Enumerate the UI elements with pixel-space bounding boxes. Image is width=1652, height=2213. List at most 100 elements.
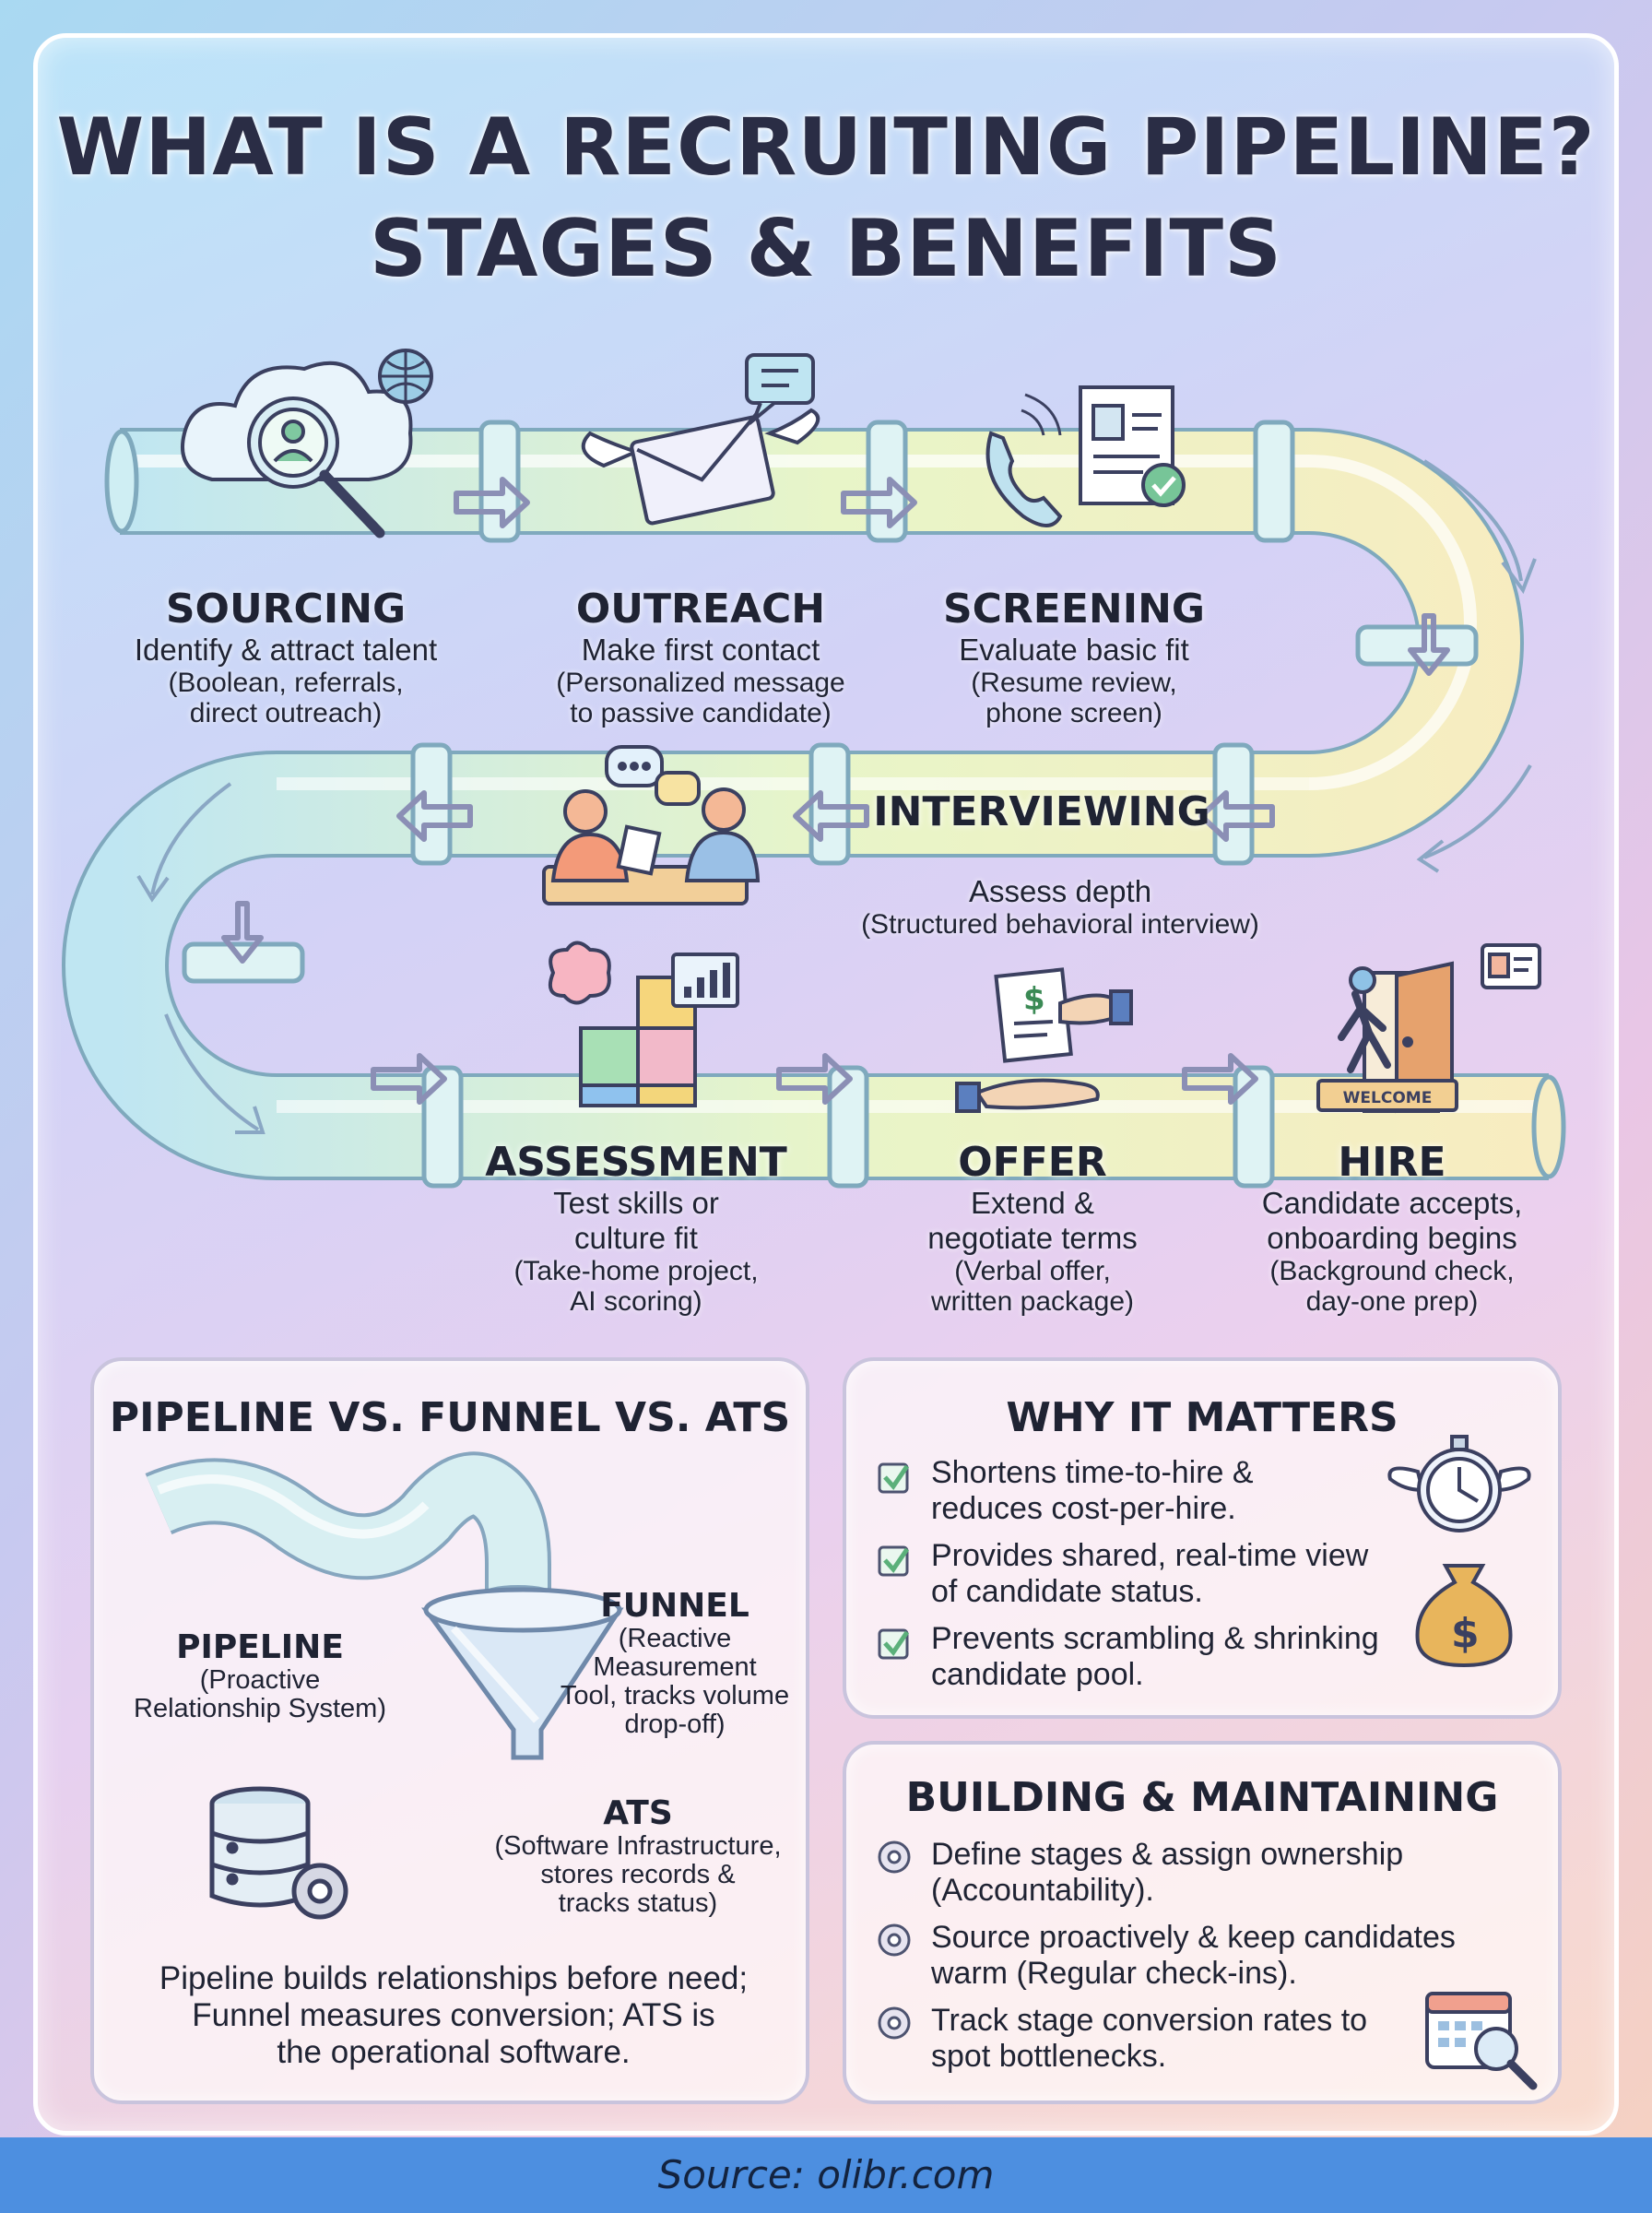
building-item: Define stages & assign ownership (Accoun… xyxy=(931,1837,1403,1909)
welcome-mat-label: WELCOME xyxy=(1343,1089,1433,1107)
pipeline-title: PIPELINE xyxy=(176,1628,344,1666)
stage-title: OFFER xyxy=(958,1139,1107,1186)
building-item-text: Track stage conversion rates to xyxy=(931,2003,1368,2038)
stage-text: (Verbal offer, xyxy=(954,1256,1111,1286)
ats-desc: tracks status) xyxy=(558,1888,718,1918)
winged-stopwatch-icon xyxy=(1387,1435,1531,1533)
stage-text: (Structured behavioral interview) xyxy=(861,909,1259,940)
building-icons xyxy=(878,1840,1538,2090)
ats-desc: (Software Infrastructure, xyxy=(494,1831,782,1861)
stage-text: Assess depth xyxy=(968,874,1152,908)
why-item-text: of candidate status. xyxy=(931,1574,1203,1609)
phone-resume-icon xyxy=(985,385,1186,527)
funnel-desc: Tool, tracks volume xyxy=(560,1681,790,1710)
why-item-text: Shortens time-to-hire & xyxy=(931,1455,1254,1490)
stage-text: direct outreach) xyxy=(189,698,383,728)
puzzle-brain-icon xyxy=(549,941,739,1107)
stage-title: SCREENING xyxy=(942,586,1206,633)
stage-screening: SCREENING Evaluate basic fit (Resume rev… xyxy=(922,586,1226,728)
why-panel: WHY IT MATTERS $ Shortens time-to-hire &… xyxy=(843,1357,1562,1719)
funnel-desc: drop-off) xyxy=(624,1710,726,1739)
stage-outreach: OUTREACH Make first contact (Personalize… xyxy=(516,586,885,728)
comparison-summary: Pipeline builds relationships before nee… xyxy=(112,1960,795,2071)
stage-text: (Boolean, referrals, xyxy=(168,668,404,698)
building-title: BUILDING & MAINTAINING xyxy=(905,1774,1499,1821)
page-title-line1: WHAT IS A RECRUITING PIPELINE? xyxy=(56,101,1596,194)
summary-line: Funnel measures conversion; ATS is xyxy=(192,1997,715,2033)
check-icon xyxy=(878,1462,910,1494)
stage-text: Identify & attract talent xyxy=(134,633,438,667)
stage-title: INTERVIEWING xyxy=(873,788,1210,835)
building-item-text: spot bottlenecks. xyxy=(931,2039,1167,2074)
source-bar: Source: olibr.com xyxy=(0,2137,1652,2213)
why-item: Provides shared, real-time view of candi… xyxy=(931,1538,1368,1610)
stage-interviewing: Assess depth (Structured behavioral inte… xyxy=(784,874,1337,940)
walking-door-icon xyxy=(1316,943,1541,1114)
stage-title: HIRE xyxy=(1338,1139,1446,1186)
stage-text: onboarding begins xyxy=(1267,1221,1517,1255)
stage-text: Evaluate basic fit xyxy=(959,633,1189,667)
calendar-magnifier-icon xyxy=(1425,1992,1538,2090)
comparison-title: PIPELINE VS. FUNNEL VS. ATS xyxy=(109,1394,791,1441)
money-bag-icon: $ xyxy=(1415,1564,1513,1668)
ats-desc: stores records & xyxy=(540,1860,736,1889)
stage-interviewing-title-box: INTERVIEWING xyxy=(857,788,1226,835)
gear-icon xyxy=(878,1923,911,1957)
stage-text: negotiate terms xyxy=(927,1221,1138,1255)
check-icon xyxy=(878,1545,910,1577)
building-item: Track stage conversion rates to spot bot… xyxy=(931,2003,1367,2075)
funnel-desc: (Reactive xyxy=(618,1624,732,1653)
stage-text: (Take-home project, xyxy=(513,1256,759,1286)
stage-title: OUTREACH xyxy=(575,586,826,633)
offer-document-hand-icon: $ xyxy=(955,967,1133,1113)
stage-text: Candidate accepts, xyxy=(1261,1186,1523,1220)
comparison-panel: PIPELINE VS. FUNNEL VS. ATS PIPELINE (Pr… xyxy=(90,1357,809,2104)
building-panel: BUILDING & MAINTAINING Define stages & a… xyxy=(843,1741,1562,2104)
stage-hire: HIRE Candidate accepts, onboarding begin… xyxy=(1226,1139,1558,1317)
building-item-text: warm (Regular check-ins). xyxy=(931,1956,1297,1991)
stage-text: (Background check, xyxy=(1269,1256,1515,1286)
why-item-text: Prevents scrambling & shrinking xyxy=(931,1621,1379,1656)
building-item-text: Source proactively & keep candidates xyxy=(931,1920,1456,1955)
stage-assessment: ASSESSMENT Test skills or culture fit (T… xyxy=(461,1139,811,1317)
interview-people-icon xyxy=(542,745,761,905)
funnel-icon xyxy=(421,1587,624,1760)
stage-text: Make first contact xyxy=(581,633,820,667)
stage-text: phone screen) xyxy=(985,698,1162,728)
funnel-desc: Measurement xyxy=(593,1652,757,1682)
stage-text: (Resume review, xyxy=(971,668,1177,698)
stage-title: ASSESSMENT xyxy=(485,1139,787,1186)
funnel-title: FUNNEL xyxy=(600,1587,749,1625)
stage-text: day-one prep) xyxy=(1305,1286,1479,1317)
why-item-text: candidate pool. xyxy=(931,1657,1144,1692)
ats-title: ATS xyxy=(603,1794,673,1832)
search-people-cloud-icon xyxy=(181,349,433,538)
stage-sourcing: SOURCING Identify & attract talent (Bool… xyxy=(92,586,479,728)
why-icons: $ xyxy=(878,1435,1531,1668)
gear-icon xyxy=(878,1840,911,1874)
stage-text: written package) xyxy=(930,1286,1135,1317)
stage-text: (Personalized message xyxy=(556,668,845,698)
stage-title: SOURCING xyxy=(165,586,407,633)
stage-text: Test skills or xyxy=(553,1186,719,1220)
why-item: Prevents scrambling & shrinking candidat… xyxy=(931,1621,1379,1693)
funnel-label: FUNNEL (Reactive Measurement Tool, track… xyxy=(546,1587,804,1739)
summary-line: the operational software. xyxy=(277,2034,631,2070)
comparison-illustration xyxy=(145,1451,624,1920)
why-item: Shortens time-to-hire & reduces cost-per… xyxy=(931,1455,1254,1527)
building-item-text: Define stages & assign ownership xyxy=(931,1837,1404,1872)
why-item-text: Provides shared, real-time view xyxy=(931,1538,1369,1573)
why-title: WHY IT MATTERS xyxy=(1006,1394,1398,1441)
svg-text:$: $ xyxy=(1451,1610,1480,1657)
check-icon xyxy=(878,1628,910,1660)
summary-line: Pipeline builds relationships before nee… xyxy=(159,1960,749,1996)
database-gear-icon xyxy=(209,1786,348,1920)
page-title-line2: STAGES & BENEFITS xyxy=(369,203,1282,295)
pipeline-label: PIPELINE (Proactive Relationship System) xyxy=(122,1628,398,1723)
winged-envelope-icon xyxy=(581,353,820,526)
stage-text: to passive candidate) xyxy=(570,698,832,728)
ats-label: ATS (Software Infrastructure, stores rec… xyxy=(472,1794,804,1918)
svg-text:$: $ xyxy=(1023,981,1045,1018)
building-item-text: (Accountability). xyxy=(931,1873,1154,1908)
